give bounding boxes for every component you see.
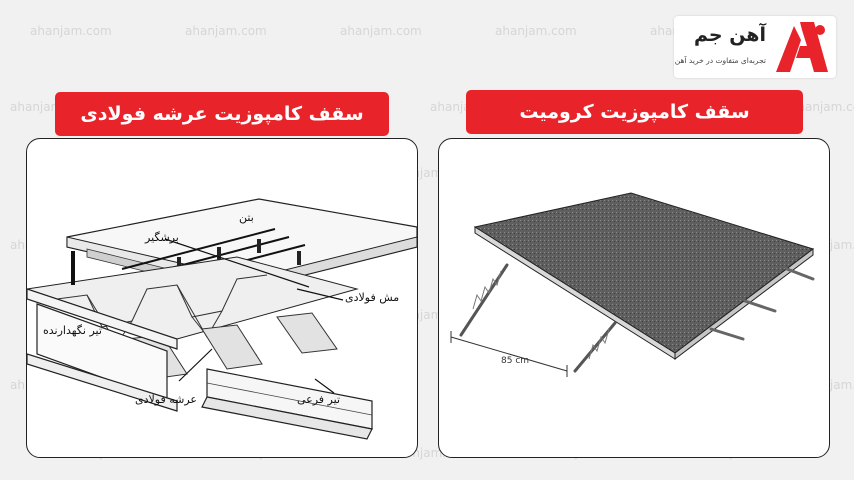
left-panel-title: سقف کامپوزیت عرشه فولادی (55, 92, 389, 136)
brand-mark-icon (776, 22, 828, 72)
label-concrete: بتن (239, 211, 254, 224)
label-main-beam: تیر نگهدارنده (43, 324, 102, 337)
dimension-label: 85 cm (501, 356, 529, 366)
kromit-diagram: 85 cm (450, 192, 815, 377)
watermark-text: ahanjam.com (790, 100, 854, 114)
steel-deck-diagram-panel: بتن برشگیر مش فولادی تیر نگهدارنده عرشه … (26, 138, 418, 458)
brand-tagline: تجربه‌ای متفاوت در خرید آهن (674, 56, 766, 65)
brand-logo[interactable]: آهن جم تجربه‌ای متفاوت در خرید آهن (674, 16, 836, 78)
watermark-text: ahanjam.com (185, 24, 267, 38)
watermark-text: ahanjam.com (30, 24, 112, 38)
label-steel-deck: عرشه فولادی (135, 393, 197, 406)
kromit-diagram-panel: 85 cm (438, 138, 830, 458)
label-secondary-beam: تیر فرعی (297, 393, 341, 406)
brand-name: آهن جم (694, 24, 766, 46)
right-panel-title: سقف کامپوزیت کرومیت (466, 90, 803, 134)
steel-deck-diagram (27, 198, 417, 440)
label-shear-connector: برشگیر (145, 231, 179, 244)
watermark-text: ahanjam.com (495, 24, 577, 38)
label-steel-mesh: مش فولادی (345, 291, 400, 304)
watermark-text: ahanjam.com (340, 24, 422, 38)
